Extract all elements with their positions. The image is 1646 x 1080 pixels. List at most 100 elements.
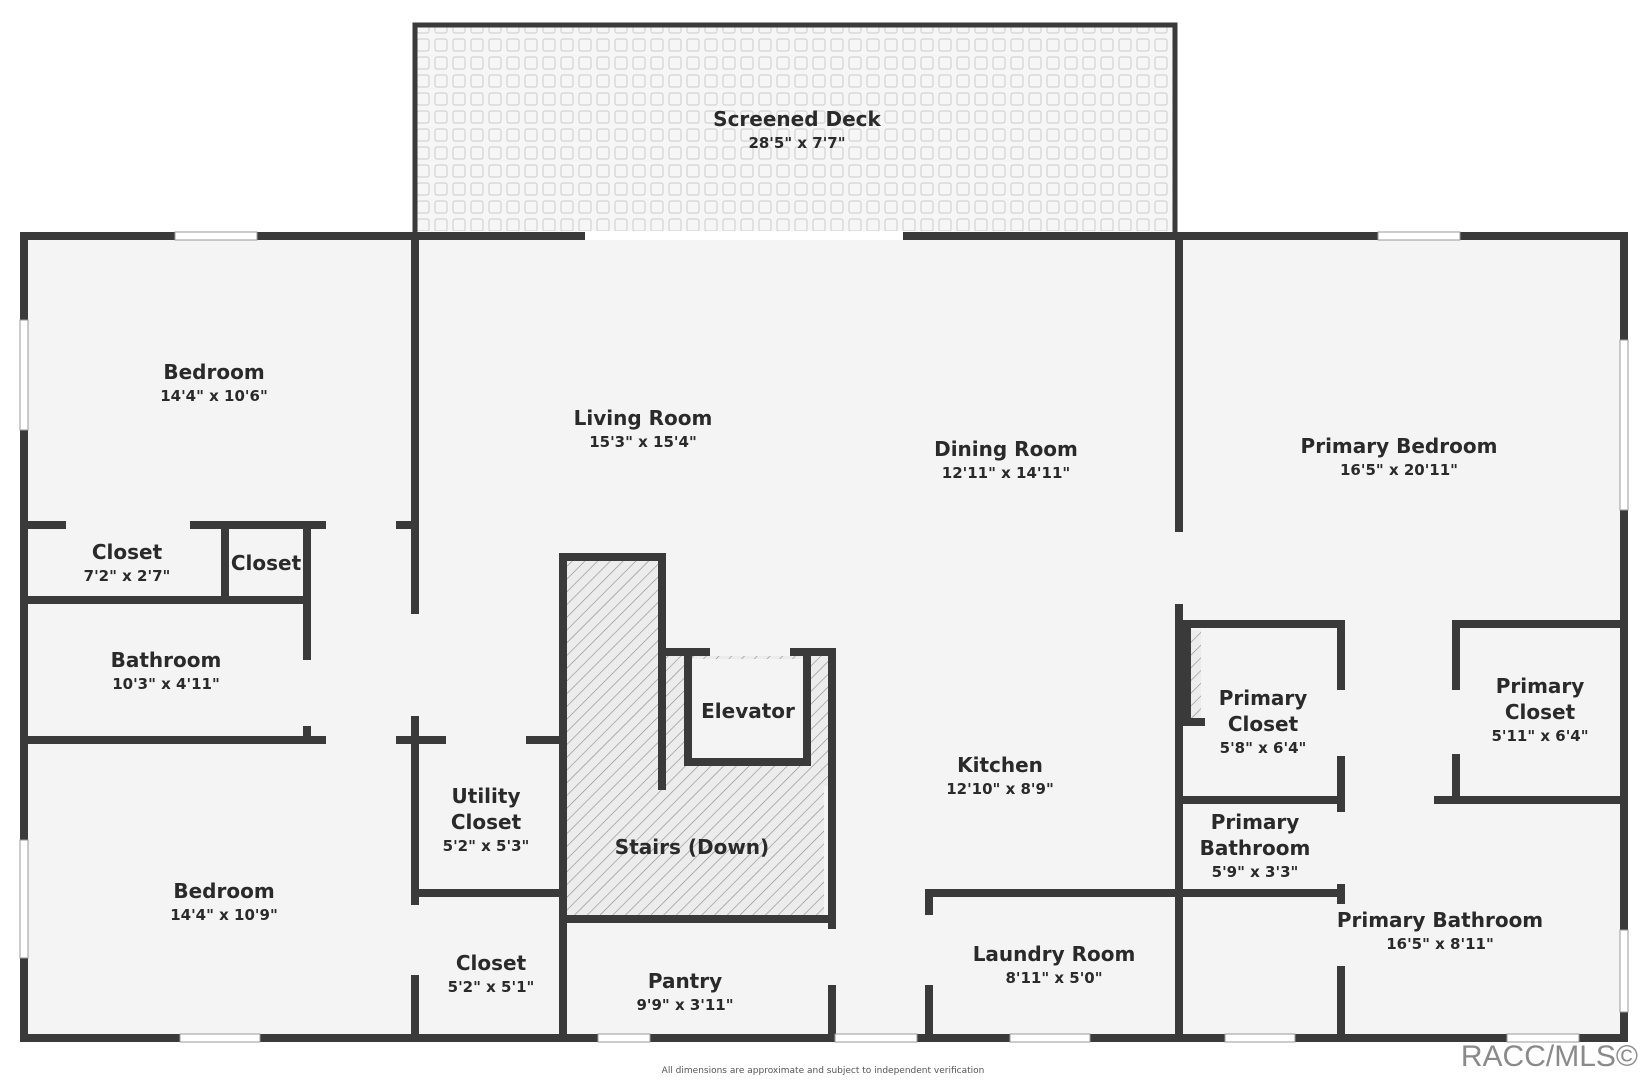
room-name: Closet [1228,712,1299,736]
label-bathroom: Bathroom 10'3" x 4'11" [111,648,222,693]
room-dims: 9'9" x 3'11" [636,996,733,1014]
room-name: Stairs (Down) [615,835,769,859]
room-dims: 5'9" x 3'3" [1212,863,1299,881]
window [1619,339,1629,511]
door-opening [411,905,419,975]
room-dims: 16'5" x 20'11" [1340,461,1458,479]
floor-areas [24,25,1624,1038]
label-bedroom-2: Bedroom 14'4" x 10'9" [170,879,278,924]
room-name: Kitchen [957,753,1043,777]
room-dims: 5'11" x 6'4" [1491,727,1588,745]
room-dims: 14'4" x 10'9" [170,906,278,924]
room-name: Closet [1505,700,1576,724]
room-dims: 5'8" x 6'4" [1220,739,1307,757]
door-opening [446,736,526,744]
label-primary-bathroom: Primary Bathroom 16'5" x 8'11" [1337,908,1543,953]
room-dims: 12'11" x 14'11" [942,464,1070,482]
room-dims: 7'2" x 2'7" [84,567,171,585]
disclaimer-text: All dimensions are approximate and subje… [661,1066,985,1076]
window [1009,1033,1091,1043]
room-name: Elevator [701,699,795,723]
room-name: Pantry [648,969,722,993]
room-name: Primary [1496,674,1585,698]
window [597,1033,651,1043]
room-dims: 28'5" x 7'7" [748,134,845,152]
window [1377,231,1461,241]
door-opening [1337,812,1345,884]
room-name: Closet [456,951,527,975]
room-dims: 5'2" x 5'1" [448,978,535,996]
wall-elevator [684,648,811,766]
deck-opening [585,232,903,240]
room-name: Utility [452,784,521,808]
window [834,1033,918,1043]
door-opening [1337,690,1345,756]
stairs-hatch [563,557,824,919]
label-primary-bedroom: Primary Bedroom 16'5" x 20'11" [1301,434,1498,479]
room-name: Bathroom [111,648,222,672]
room-name: Closet [231,551,302,575]
door-opening [303,660,311,726]
door-opening [326,521,396,529]
room-name: Primary [1211,810,1300,834]
door-opening [1360,796,1432,804]
window [19,319,29,431]
label-dining-room: Dining Room 12'11" x 14'11" [934,437,1078,482]
room-name: Primary [1219,686,1308,710]
label-bedroom-1: Bedroom 14'4" x 10'6" [160,360,268,405]
window [174,231,258,241]
door-opening [1175,532,1183,604]
windows [19,231,1629,1043]
room-name: Primary Bathroom [1337,908,1543,932]
label-closet-3: Closet 5'2" x 5'1" [448,951,535,996]
label-laundry-room: Laundry Room 8'11" x 5'0" [973,942,1136,987]
room-name: Dining Room [934,437,1078,461]
label-living-room: Living Room 15'3" x 15'4" [574,406,713,451]
window [1224,1033,1296,1043]
room-dims: 14'4" x 10'6" [160,387,268,405]
room-name: Laundry Room [973,942,1136,966]
window [19,839,29,959]
room-name: Closet [92,540,163,564]
door-opening [925,915,933,985]
exterior-walls [20,232,1628,1042]
elevator-floor [688,659,807,762]
door-opening [828,930,836,985]
room-labels: Screened Deck 28'5" x 7'7" Bedroom 14'4" x… [84,107,1589,1014]
label-closet-1: Closet 7'2" x 2'7" [84,540,171,585]
door-opening [326,736,396,744]
room-name: Screened Deck [713,107,881,131]
room-name: Living Room [574,406,713,430]
room-dims: 8'11" x 5'0" [1005,969,1102,987]
label-pantry: Pantry 9'9" x 3'11" [636,969,733,1014]
room-name: Bathroom [1200,836,1311,860]
label-closet-2: Closet [231,551,302,575]
room-dims: 5'2" x 5'3" [443,837,530,855]
door-opening [710,648,790,656]
room-name: Bedroom [173,879,274,903]
window [1619,929,1629,1013]
label-screened-deck: Screened Deck 28'5" x 7'7" [713,107,881,152]
window [1506,1033,1580,1043]
room-dims: 15'3" x 15'4" [589,433,697,451]
room-name: Primary Bedroom [1301,434,1498,458]
deck-walls [412,22,1178,236]
door-opening [1452,690,1460,754]
door-opening [66,521,190,529]
label-stairs: Stairs (Down) [615,835,769,859]
wall-closet-nook [1183,620,1205,726]
room-name: Bedroom [163,360,264,384]
room-dims: 16'5" x 8'11" [1386,935,1494,953]
label-elevator: Elevator [701,699,795,723]
window [179,1033,261,1043]
room-name: Closet [451,810,522,834]
watermark: RACC/MLS© [1460,1040,1638,1073]
deck-floor [415,25,1175,231]
room-dims: 10'3" x 4'11" [112,675,220,693]
